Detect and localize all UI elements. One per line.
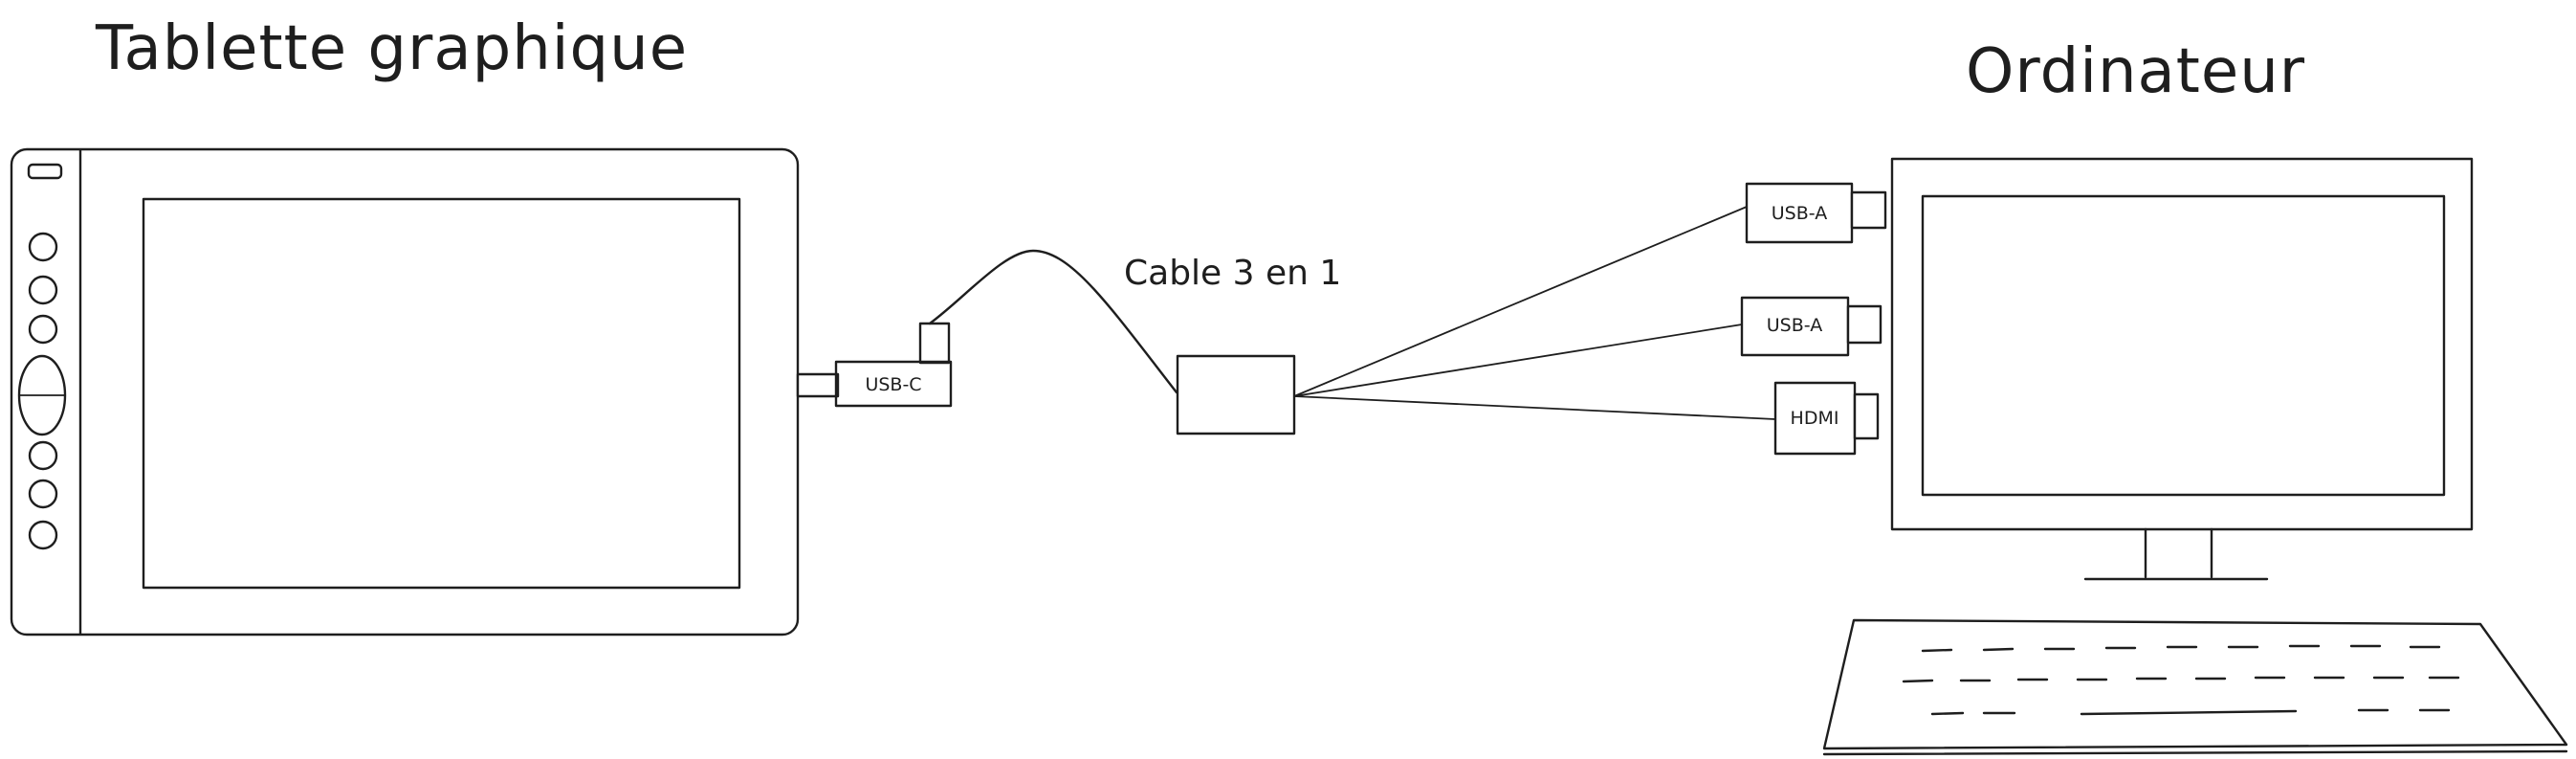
tablet-indicator-light	[27, 163, 63, 180]
computer	[1822, 157, 2568, 756]
split-cable-hdmi	[1293, 395, 1776, 420]
hdmi-label: HDMI	[1791, 408, 1839, 429]
split-cable-usb-a-2	[1293, 324, 1743, 397]
usb-c-label: USB-C	[865, 374, 921, 395]
hdmi-connector: HDMI	[1773, 381, 1880, 456]
tablet-screen	[142, 197, 741, 590]
tablet-cable	[928, 249, 1178, 394]
keyboard-key	[1921, 648, 1953, 653]
usb-a-connector: USB-A	[1745, 182, 1887, 244]
usb-a-connector: USB-A	[1740, 296, 1882, 357]
tablet-body	[10, 147, 800, 636]
keyboard-key	[1930, 711, 1965, 716]
keyboard-spacebar	[2080, 709, 2298, 716]
tablet-express-key	[28, 520, 58, 550]
tablet-express-key	[28, 440, 58, 471]
usb-c-plug-body	[834, 360, 953, 408]
cable-label: Cable 3 en 1	[1124, 254, 1341, 293]
monitor-screen	[1921, 194, 2446, 497]
usb-c-connector: USB-C	[796, 322, 953, 408]
usb-a-label: USB-A	[1767, 315, 1822, 336]
cable-splitter-hub	[1176, 354, 1296, 435]
keyboard-base-edge	[1822, 749, 2568, 756]
usb-a-tip	[1850, 190, 1887, 230]
monitor-body	[1890, 157, 2474, 531]
tablet-title: Tablette graphique	[95, 13, 688, 84]
computer-title: Ordinateur	[1966, 36, 2305, 107]
hdmi-tip	[1853, 392, 1880, 440]
tablet-express-key	[28, 479, 58, 509]
keyboard-body	[1822, 618, 2568, 750]
tablet-express-key	[28, 314, 58, 345]
usb-c-tip	[796, 372, 840, 398]
tablet-express-key	[28, 275, 58, 305]
usb-c-strain-relief	[918, 322, 951, 365]
split-cable-usb-a-1	[1293, 206, 1748, 397]
usb-a-label: USB-A	[1772, 203, 1827, 224]
keyboard-keys	[1902, 644, 2460, 716]
drawing-tablet	[10, 147, 800, 636]
tablet-express-key	[28, 232, 58, 262]
usb-a-tip	[1846, 304, 1882, 345]
keyboard-key	[1982, 647, 2015, 652]
